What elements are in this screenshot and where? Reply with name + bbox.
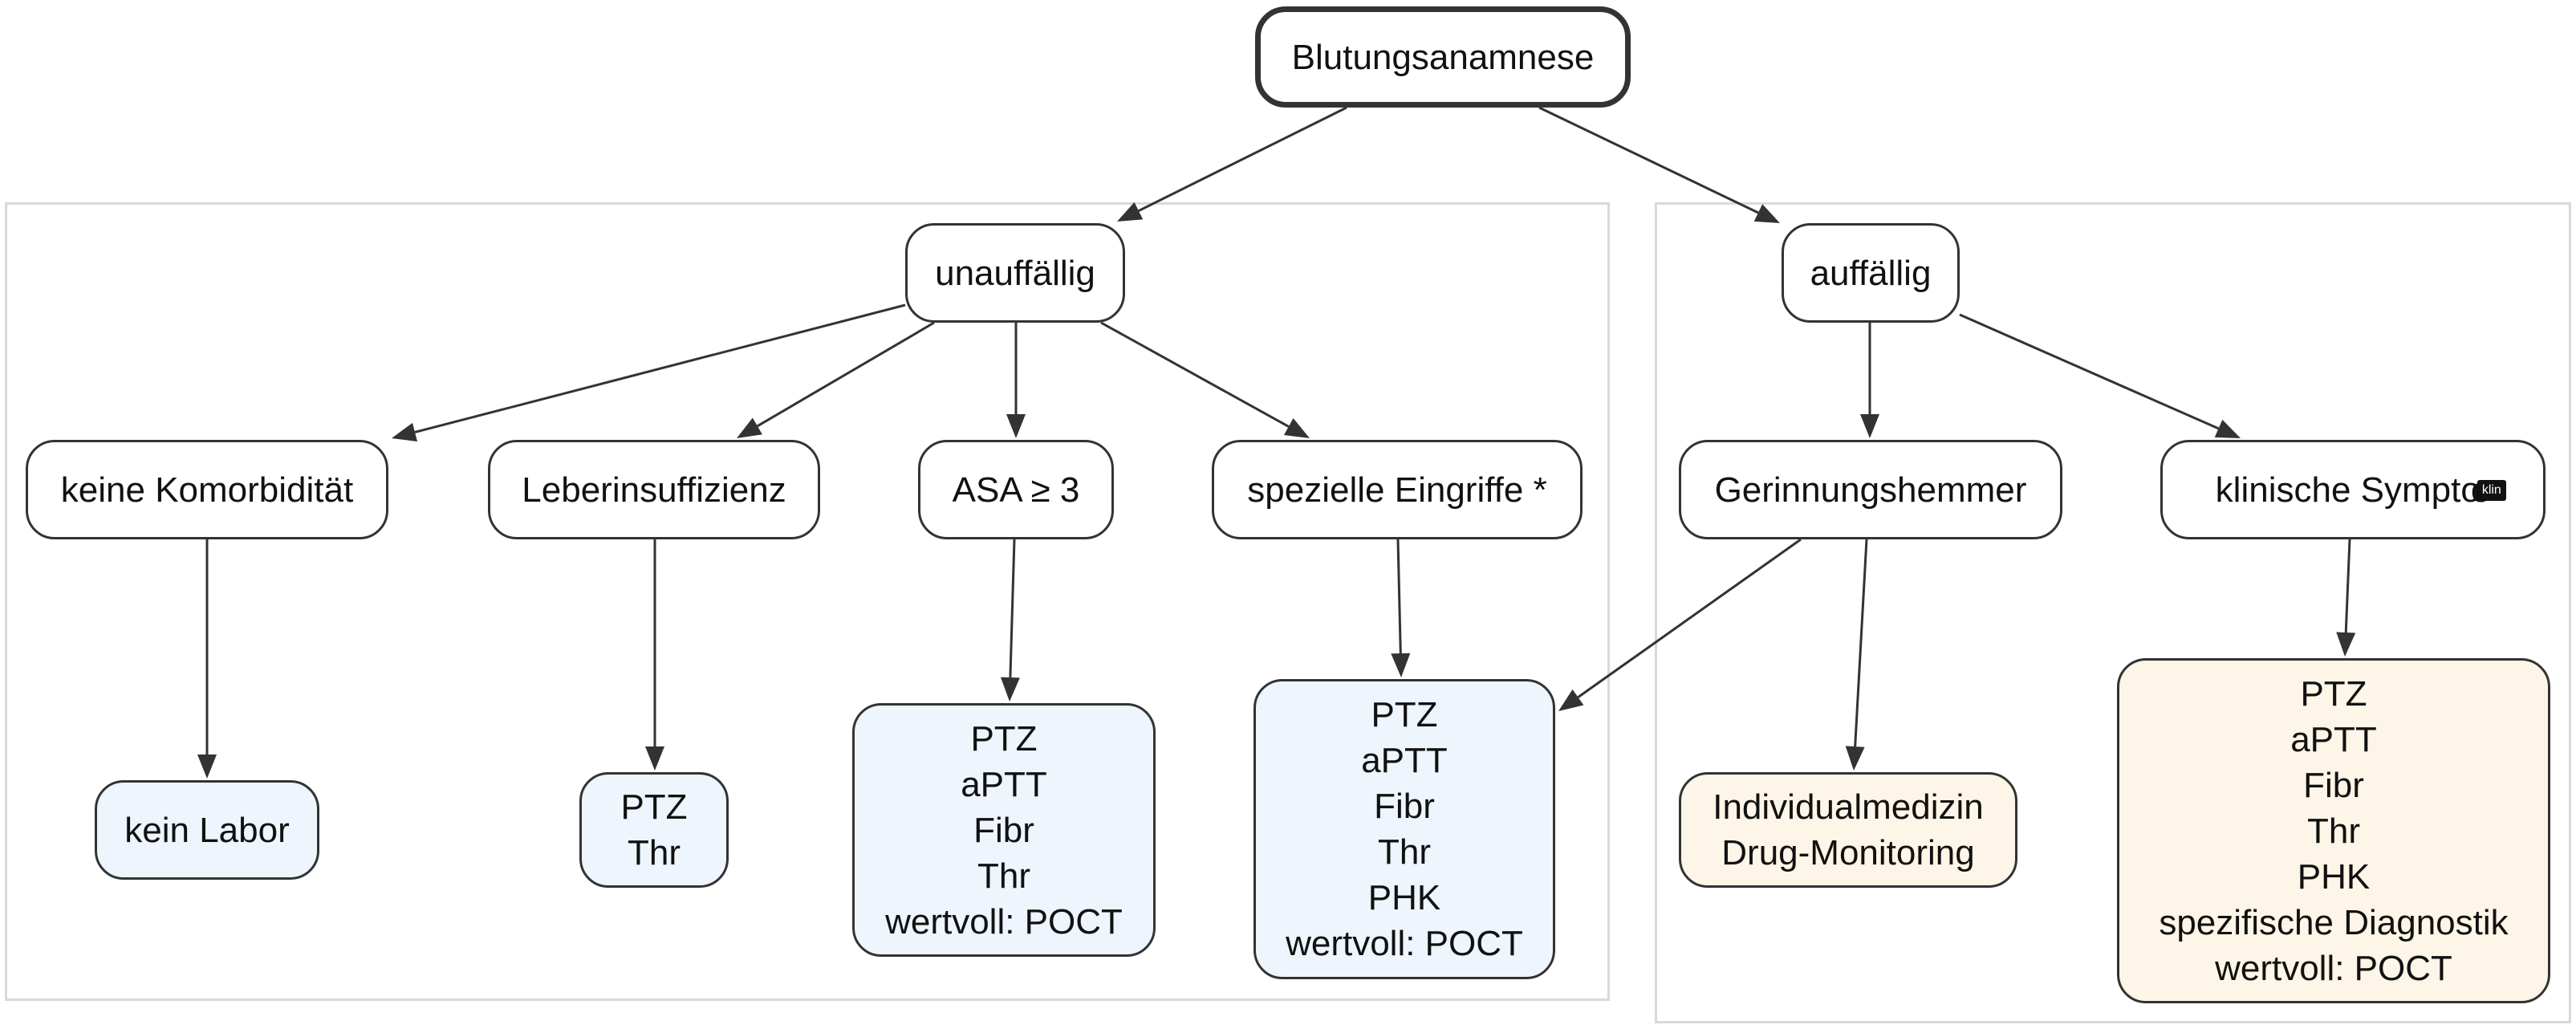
arrowhead-unauffaellig-to-keine-komorbiditaet — [392, 422, 418, 442]
node-auffaellig: auffällig — [1782, 223, 1960, 323]
arrowhead-unauffaellig-to-asa — [1006, 414, 1026, 438]
result-line: PTZ — [2300, 673, 2367, 714]
edge-unauffaellig-to-spezielle-eingriffe — [1100, 321, 1290, 428]
edge-asa-to-result — [1009, 539, 1016, 678]
result-line: Individualmedizin — [1713, 787, 1984, 827]
result-line: spezifische Diagnostik — [2159, 902, 2509, 942]
arrowhead-unauffaellig-to-spezielle-eingriffe — [1283, 417, 1310, 438]
edge-root-to-unauffaellig — [1138, 106, 1347, 213]
node-asa-3: ASA ≥ 3 — [918, 440, 1114, 539]
node-label: ASA ≥ 3 — [952, 470, 1080, 510]
result-line: Thr — [1378, 832, 1431, 872]
node-keine-komorbiditaet: keine Komorbidität — [26, 440, 388, 539]
node-spezielle-eingriffe: spezielle Eingriffe * — [1212, 440, 1583, 539]
node-blutungsanamnese: Blutungsanamnese — [1255, 6, 1631, 108]
result-line: wertvoll: POCT — [2215, 948, 2452, 988]
result-gerinnungshemmer: Individualmedizin Drug-Monitoring — [1679, 772, 2017, 888]
node-label: unauffällig — [935, 253, 1095, 293]
arrowhead-gerinnungshemmer-to-result — [1845, 746, 1865, 771]
label-prefix: klinische Sympto — [2215, 470, 2481, 510]
result-line: PTZ — [620, 787, 688, 827]
edge-klinische-symptome-to-result — [2344, 539, 2351, 633]
result-line: wertvoll: POCT — [1286, 924, 1523, 963]
result-line: Fibr — [973, 810, 1034, 850]
group-unauffaellig — [5, 202, 1610, 1001]
inline-badge: klin — [2476, 479, 2506, 501]
arrowhead-unauffaellig-to-leberinsuffizienz — [737, 417, 762, 438]
result-line: Fibr — [1374, 787, 1435, 826]
node-label: spezielle Eingriffe * — [1247, 470, 1547, 510]
edge-unauffaellig-to-keine-komorbiditaet — [414, 303, 906, 433]
arrowhead-spezielle-eingriffe-to-result — [1391, 653, 1411, 677]
result-line: PHK — [1367, 878, 1441, 917]
arrowhead-gerinnungshemmer-to-spezielle-result — [1558, 689, 1584, 711]
result-line: Drug-Monitoring — [1721, 833, 1975, 872]
node-label: auffällig — [1810, 253, 1932, 293]
edge-gerinnungshemmer-to-spezielle-result — [1577, 538, 1802, 698]
result-line: aPTT — [2290, 719, 2377, 759]
result-asa-3: PTZ aPTT Fibr Thr wertvoll: POCT — [852, 703, 1156, 957]
node-label: Blutungsanamnese — [1291, 37, 1595, 77]
edge-gerinnungshemmer-to-result — [1854, 539, 1868, 747]
arrowhead-asa-to-result — [1000, 677, 1020, 702]
arrowhead-auffaellig-to-gerinnungshemmer — [1860, 414, 1879, 438]
result-kein-labor: kein Labor — [95, 780, 319, 880]
node-label: keine Komorbidität — [60, 470, 354, 510]
result-line: PTZ — [970, 718, 1038, 759]
result-line: PHK — [2297, 856, 2371, 897]
edge-auffaellig-to-klinische-symptome — [1959, 313, 2220, 430]
result-line: Thr — [2307, 811, 2360, 851]
result-line: aPTT — [961, 764, 1047, 804]
node-leberinsuffizienz: Leberinsuffizienz — [488, 440, 820, 539]
node-gerinnungshemmer: Gerinnungshemmer — [1679, 440, 2062, 539]
node-label: Leberinsuffizienz — [522, 470, 786, 510]
arrowhead-root-to-auffaellig — [1753, 204, 1780, 223]
result-line: aPTT — [1361, 741, 1448, 780]
arrowhead-klinische-symptome-to-result — [2336, 632, 2356, 657]
node-unauffaellig: unauffällig — [905, 223, 1125, 323]
result-spezielle-eingriffe: PTZ aPTT Fibr Thr PHK wertvoll: POCT — [1253, 679, 1555, 979]
result-line: wertvoll: POCT — [885, 901, 1123, 942]
result-line: PTZ — [1371, 695, 1438, 734]
result-line: Thr — [977, 856, 1030, 896]
result-leberinsuffizienz: PTZ Thr — [579, 772, 729, 888]
arrowhead-root-to-unauffaellig — [1117, 201, 1144, 222]
node-klinische-symptome: klinische Symptokline — [2160, 440, 2546, 539]
result-line: kein Labor — [124, 810, 290, 850]
node-label: klinische Symptokline — [2215, 467, 2506, 513]
arrowhead-keine-komorbiditaet-to-kein-labor — [197, 755, 217, 779]
node-label: Gerinnungshemmer — [1714, 470, 2027, 510]
result-line: Thr — [628, 833, 681, 872]
edge-unauffaellig-to-leberinsuffizienz — [757, 321, 935, 428]
arrowhead-auffaellig-to-klinische-symptome — [2214, 419, 2241, 438]
arrowhead-leberinsuffizienz-to-result — [645, 746, 664, 771]
result-klinische-symptome: PTZ aPTT Fibr Thr PHK spezifische Diagno… — [2117, 658, 2550, 1003]
group-auffaellig — [1655, 202, 2571, 1023]
edge-root-to-auffaellig — [1538, 106, 1759, 214]
edge-spezielle-eingriffe-to-result — [1396, 539, 1402, 654]
result-line: Fibr — [2303, 765, 2364, 805]
